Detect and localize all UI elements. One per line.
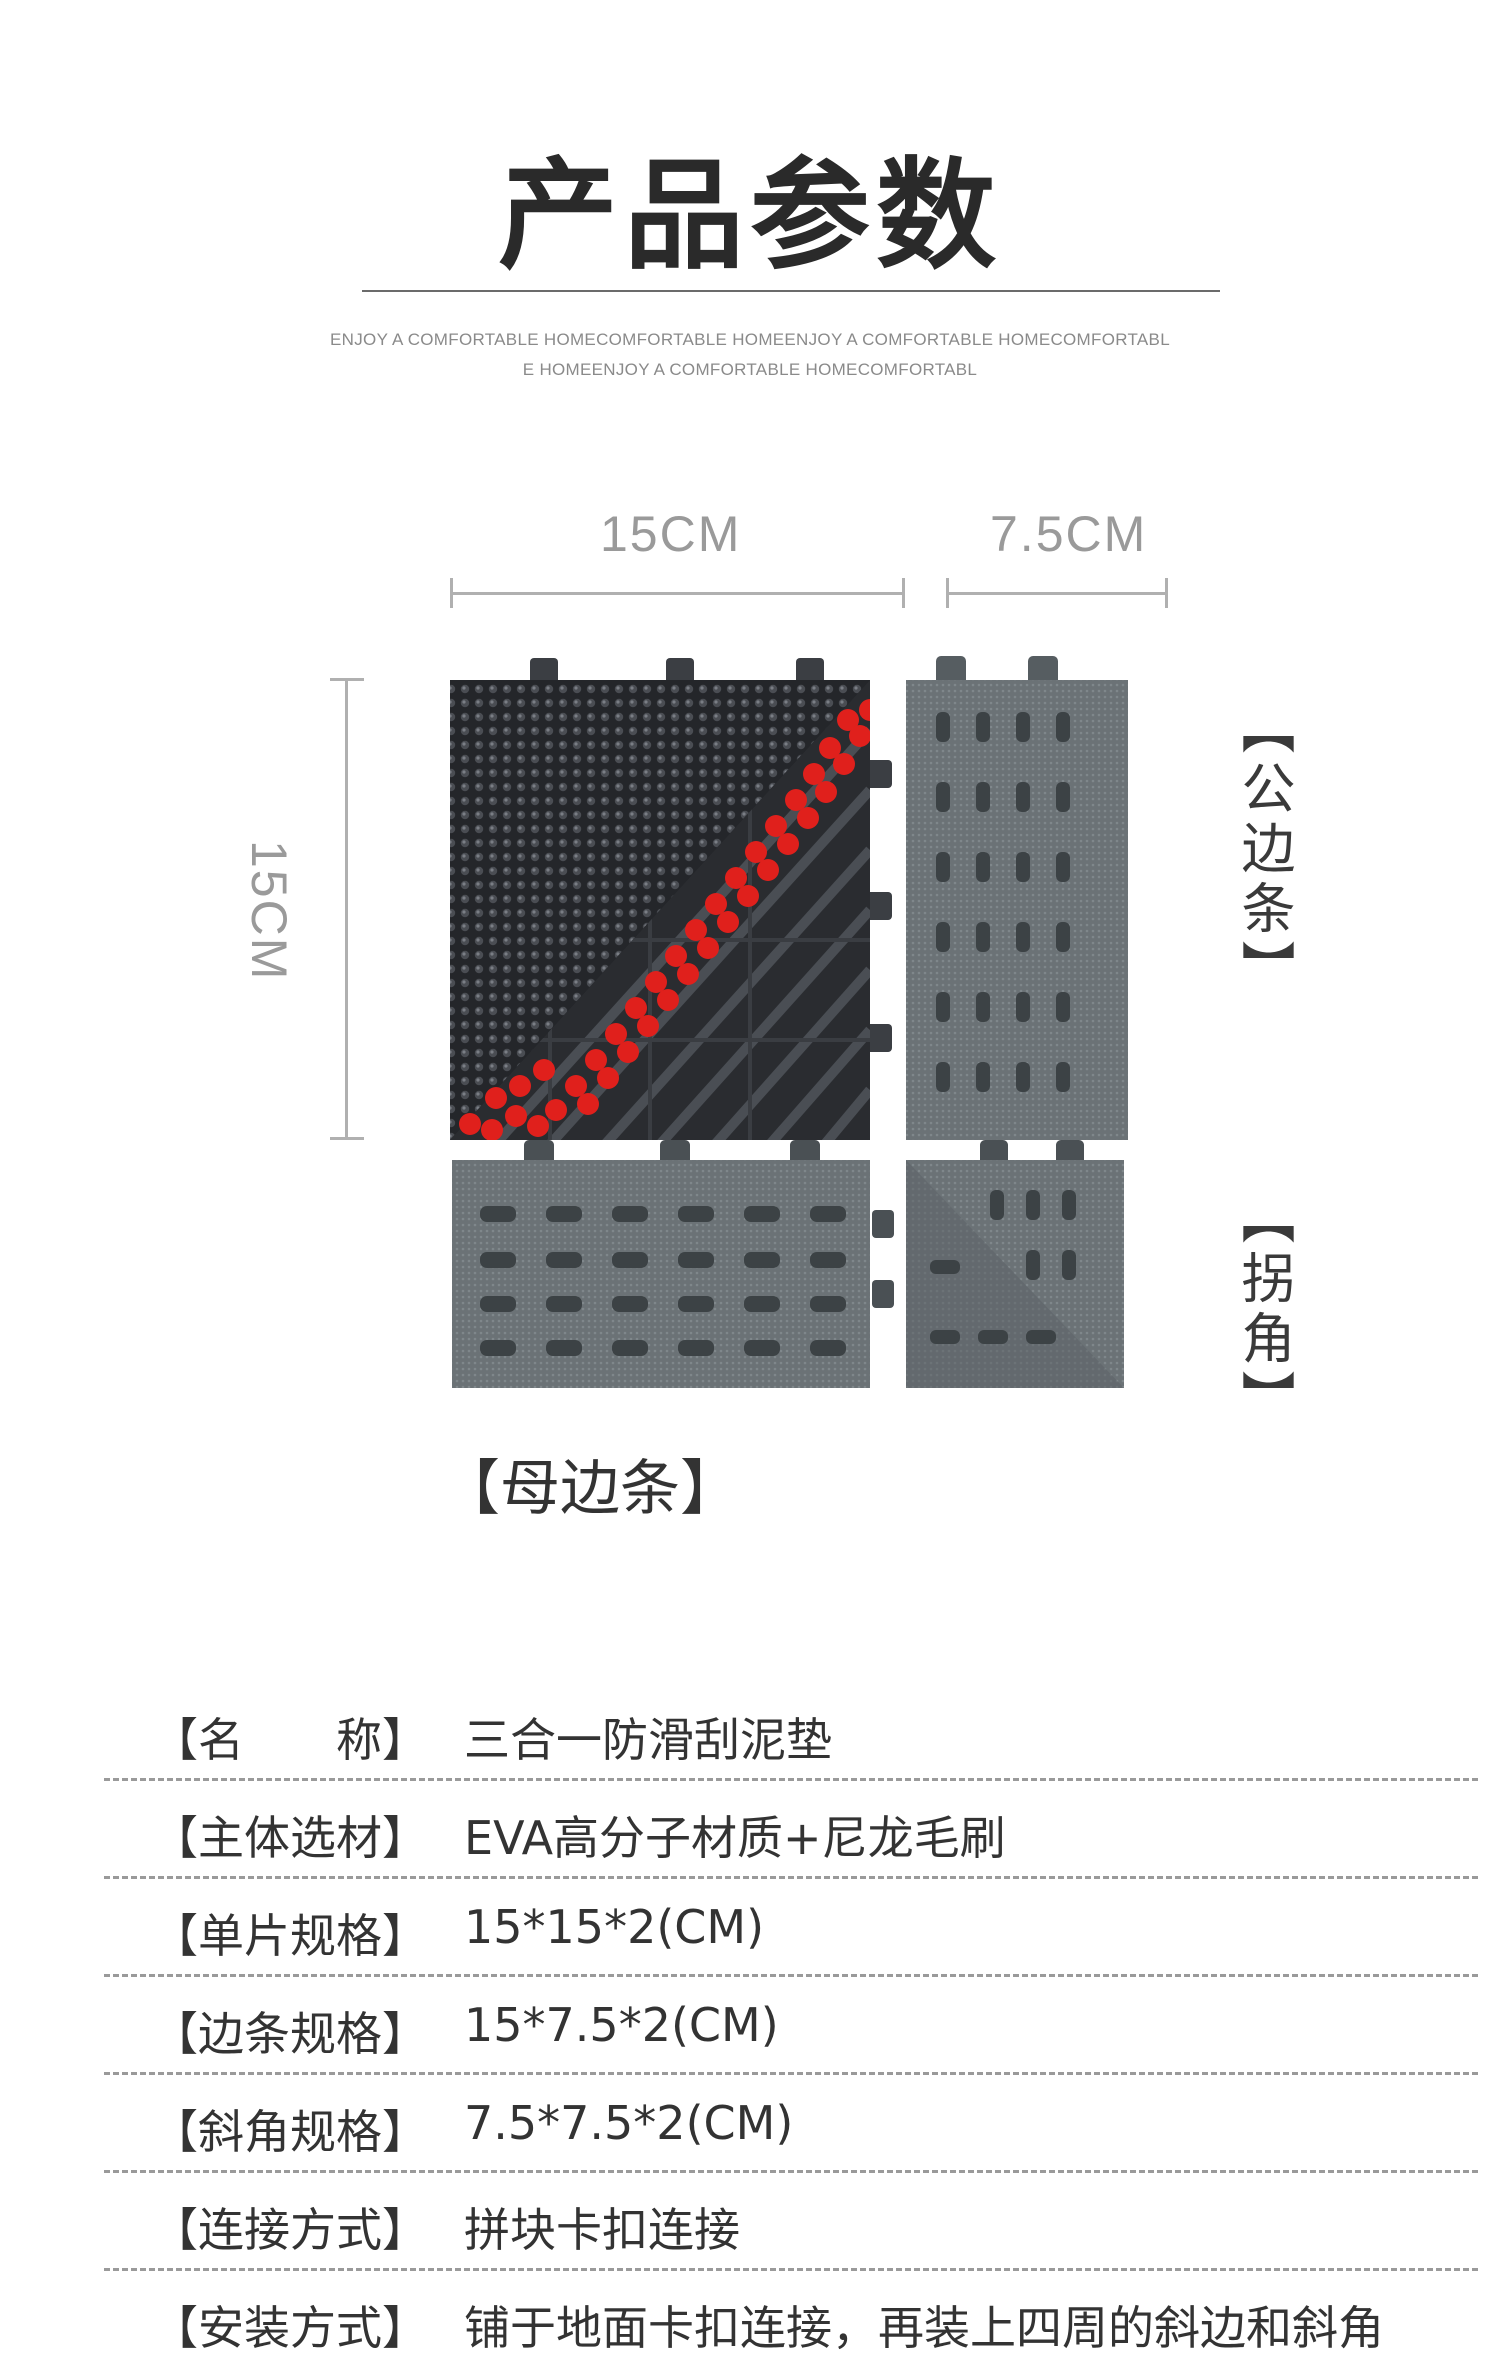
spec-value: 铺于地面卡扣连接，再装上四周的斜边和斜角 — [464, 2301, 1384, 2355]
page-title: 产品参数 — [498, 147, 1002, 286]
red-bristle-band — [459, 699, 870, 1140]
spec-key: 【安装方式】 — [152, 2301, 428, 2355]
spec-value: 15*7.5*2(CM) — [464, 1998, 779, 2052]
spec-key: 【单片规格】 — [152, 1909, 428, 1963]
spec-key: 【连接方式】 — [152, 2203, 428, 2257]
spec-key: 【主体选材】 — [152, 1811, 428, 1865]
spec-value: 拼块卡扣连接 — [464, 2203, 740, 2257]
spec-key: 【边条规格】 — [152, 2007, 428, 2061]
main-tile — [450, 680, 870, 1140]
dimension-tick — [902, 578, 905, 608]
subtitle-line-2: E HOMEENJOY A COMFORTABLE HOMECOMFORTABL — [522, 360, 978, 379]
dimension-line-width-strip — [946, 592, 1168, 595]
dimension-tick — [330, 678, 364, 681]
dimension-tick — [1165, 578, 1168, 608]
label-corner: 【拐角】 — [1232, 1190, 1295, 1430]
main-tile-tabs — [530, 658, 892, 1052]
spec-key: 【斜角规格】 — [152, 2105, 428, 2159]
spec-key: 【名 称】 — [152, 1713, 428, 1767]
spec-row: 【单片规格】 15*15*2(CM) — [104, 1876, 1478, 1977]
subtitle: ENJOY A COMFORTABLE HOMECOMFORTABLE HOME… — [300, 325, 1200, 385]
tile-diagram — [450, 656, 1128, 1388]
female-edge-strip — [452, 1140, 894, 1388]
spec-value: 三合一防滑刮泥垫 — [464, 1713, 832, 1767]
corner-piece — [906, 1140, 1124, 1388]
label-male-strip: 【公边条】 — [1232, 700, 1295, 1000]
spec-value: 7.5*7.5*2(CM) — [464, 2096, 794, 2150]
spec-value: 15*15*2(CM) — [464, 1900, 765, 1954]
spec-row: 【斜角规格】 7.5*7.5*2(CM) — [104, 2072, 1478, 2173]
dimension-tick — [330, 1137, 364, 1140]
spec-row: 【边条规格】 15*7.5*2(CM) — [104, 1974, 1478, 2075]
dimension-label-height-main: 15CM — [241, 840, 297, 982]
spec-value: EVA高分子材质+尼龙毛刷 — [464, 1811, 1006, 1865]
spec-row: 【名 称】 三合一防滑刮泥垫 — [104, 1680, 1478, 1781]
dimension-label-width-strip: 7.5CM — [990, 506, 1148, 562]
subtitle-line-1: ENJOY A COMFORTABLE HOMECOMFORTABLE HOME… — [330, 330, 1170, 349]
male-edge-strip — [906, 656, 1128, 1140]
dimension-label-width-main: 15CM — [600, 506, 742, 562]
label-female-strip: 【母边条】 — [440, 1454, 740, 1524]
dimension-tick — [450, 578, 453, 608]
dimension-line-width-main — [450, 592, 905, 595]
title-divider — [362, 290, 1220, 292]
spec-row: 【主体选材】 EVA高分子材质+尼龙毛刷 — [104, 1778, 1478, 1879]
dimension-tick — [946, 578, 949, 608]
spec-row: 【连接方式】 拼块卡扣连接 — [104, 2170, 1478, 2271]
spec-row: 【安装方式】 铺于地面卡扣连接，再装上四周的斜边和斜角 — [104, 2268, 1478, 2366]
dimension-line-height-main — [345, 678, 348, 1140]
